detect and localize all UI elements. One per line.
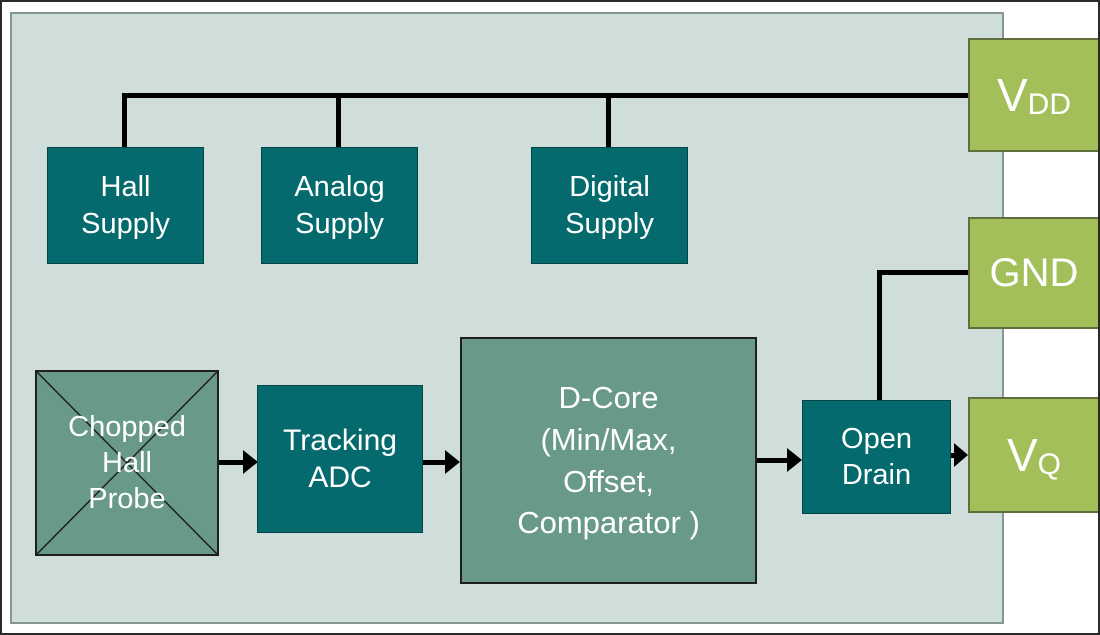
digital-supply-block: Digital Supply — [531, 147, 688, 264]
d-core-label: D-Core (Min/Max, Offset, Comparator ) — [517, 379, 700, 541]
digital-supply-label: Digital Supply — [565, 171, 654, 240]
hall-supply-label: Hall Supply — [81, 171, 170, 240]
gnd-pin: GND — [968, 217, 1098, 329]
probe-to-adc-arrow-shaft — [219, 460, 245, 465]
crossed-box-icon — [37, 372, 217, 554]
dcore-to-opendrain-arrow-shaft — [757, 458, 789, 463]
tracking-adc-block: Tracking ADC — [257, 385, 423, 533]
digital-supply-riser-line — [606, 93, 611, 147]
vdd-pin-label: V — [996, 69, 1028, 121]
gnd-connector-vertical-line — [877, 270, 882, 400]
dcore-to-opendrain-arrow-head — [787, 448, 802, 472]
gnd-pin-label: GND — [989, 250, 1079, 295]
vdd-pin-subscript: DD — [1027, 88, 1072, 121]
analog-supply-riser-line — [336, 93, 341, 147]
vdd-bus-line — [122, 93, 968, 98]
probe-to-adc-arrow-head — [243, 450, 258, 474]
adc-to-dcore-arrow-head — [445, 450, 460, 474]
analog-supply-block: Analog Supply — [261, 147, 418, 264]
gnd-connector-horizontal-line — [877, 270, 968, 275]
open-drain-block: Open Drain — [802, 400, 951, 514]
chopped-hall-probe-block: Chopped Hall Probe — [35, 370, 219, 556]
d-core-block: D-Core (Min/Max, Offset, Comparator ) — [460, 337, 757, 584]
opendrain-to-vq-arrow-head — [954, 443, 968, 467]
adc-to-dcore-arrow-shaft — [423, 460, 447, 465]
hall-supply-block: Hall Supply — [47, 147, 204, 264]
chopped-hall-probe-label: Chopped Hall Probe — [68, 410, 186, 516]
open-drain-label: Open Drain — [841, 422, 912, 491]
hall-supply-riser-line — [122, 93, 127, 147]
tracking-adc-label: Tracking ADC — [283, 423, 397, 495]
vq-pin-label: V — [1006, 429, 1038, 481]
vq-pin-subscript: Q — [1037, 448, 1062, 481]
analog-supply-label: Analog Supply — [294, 171, 385, 240]
